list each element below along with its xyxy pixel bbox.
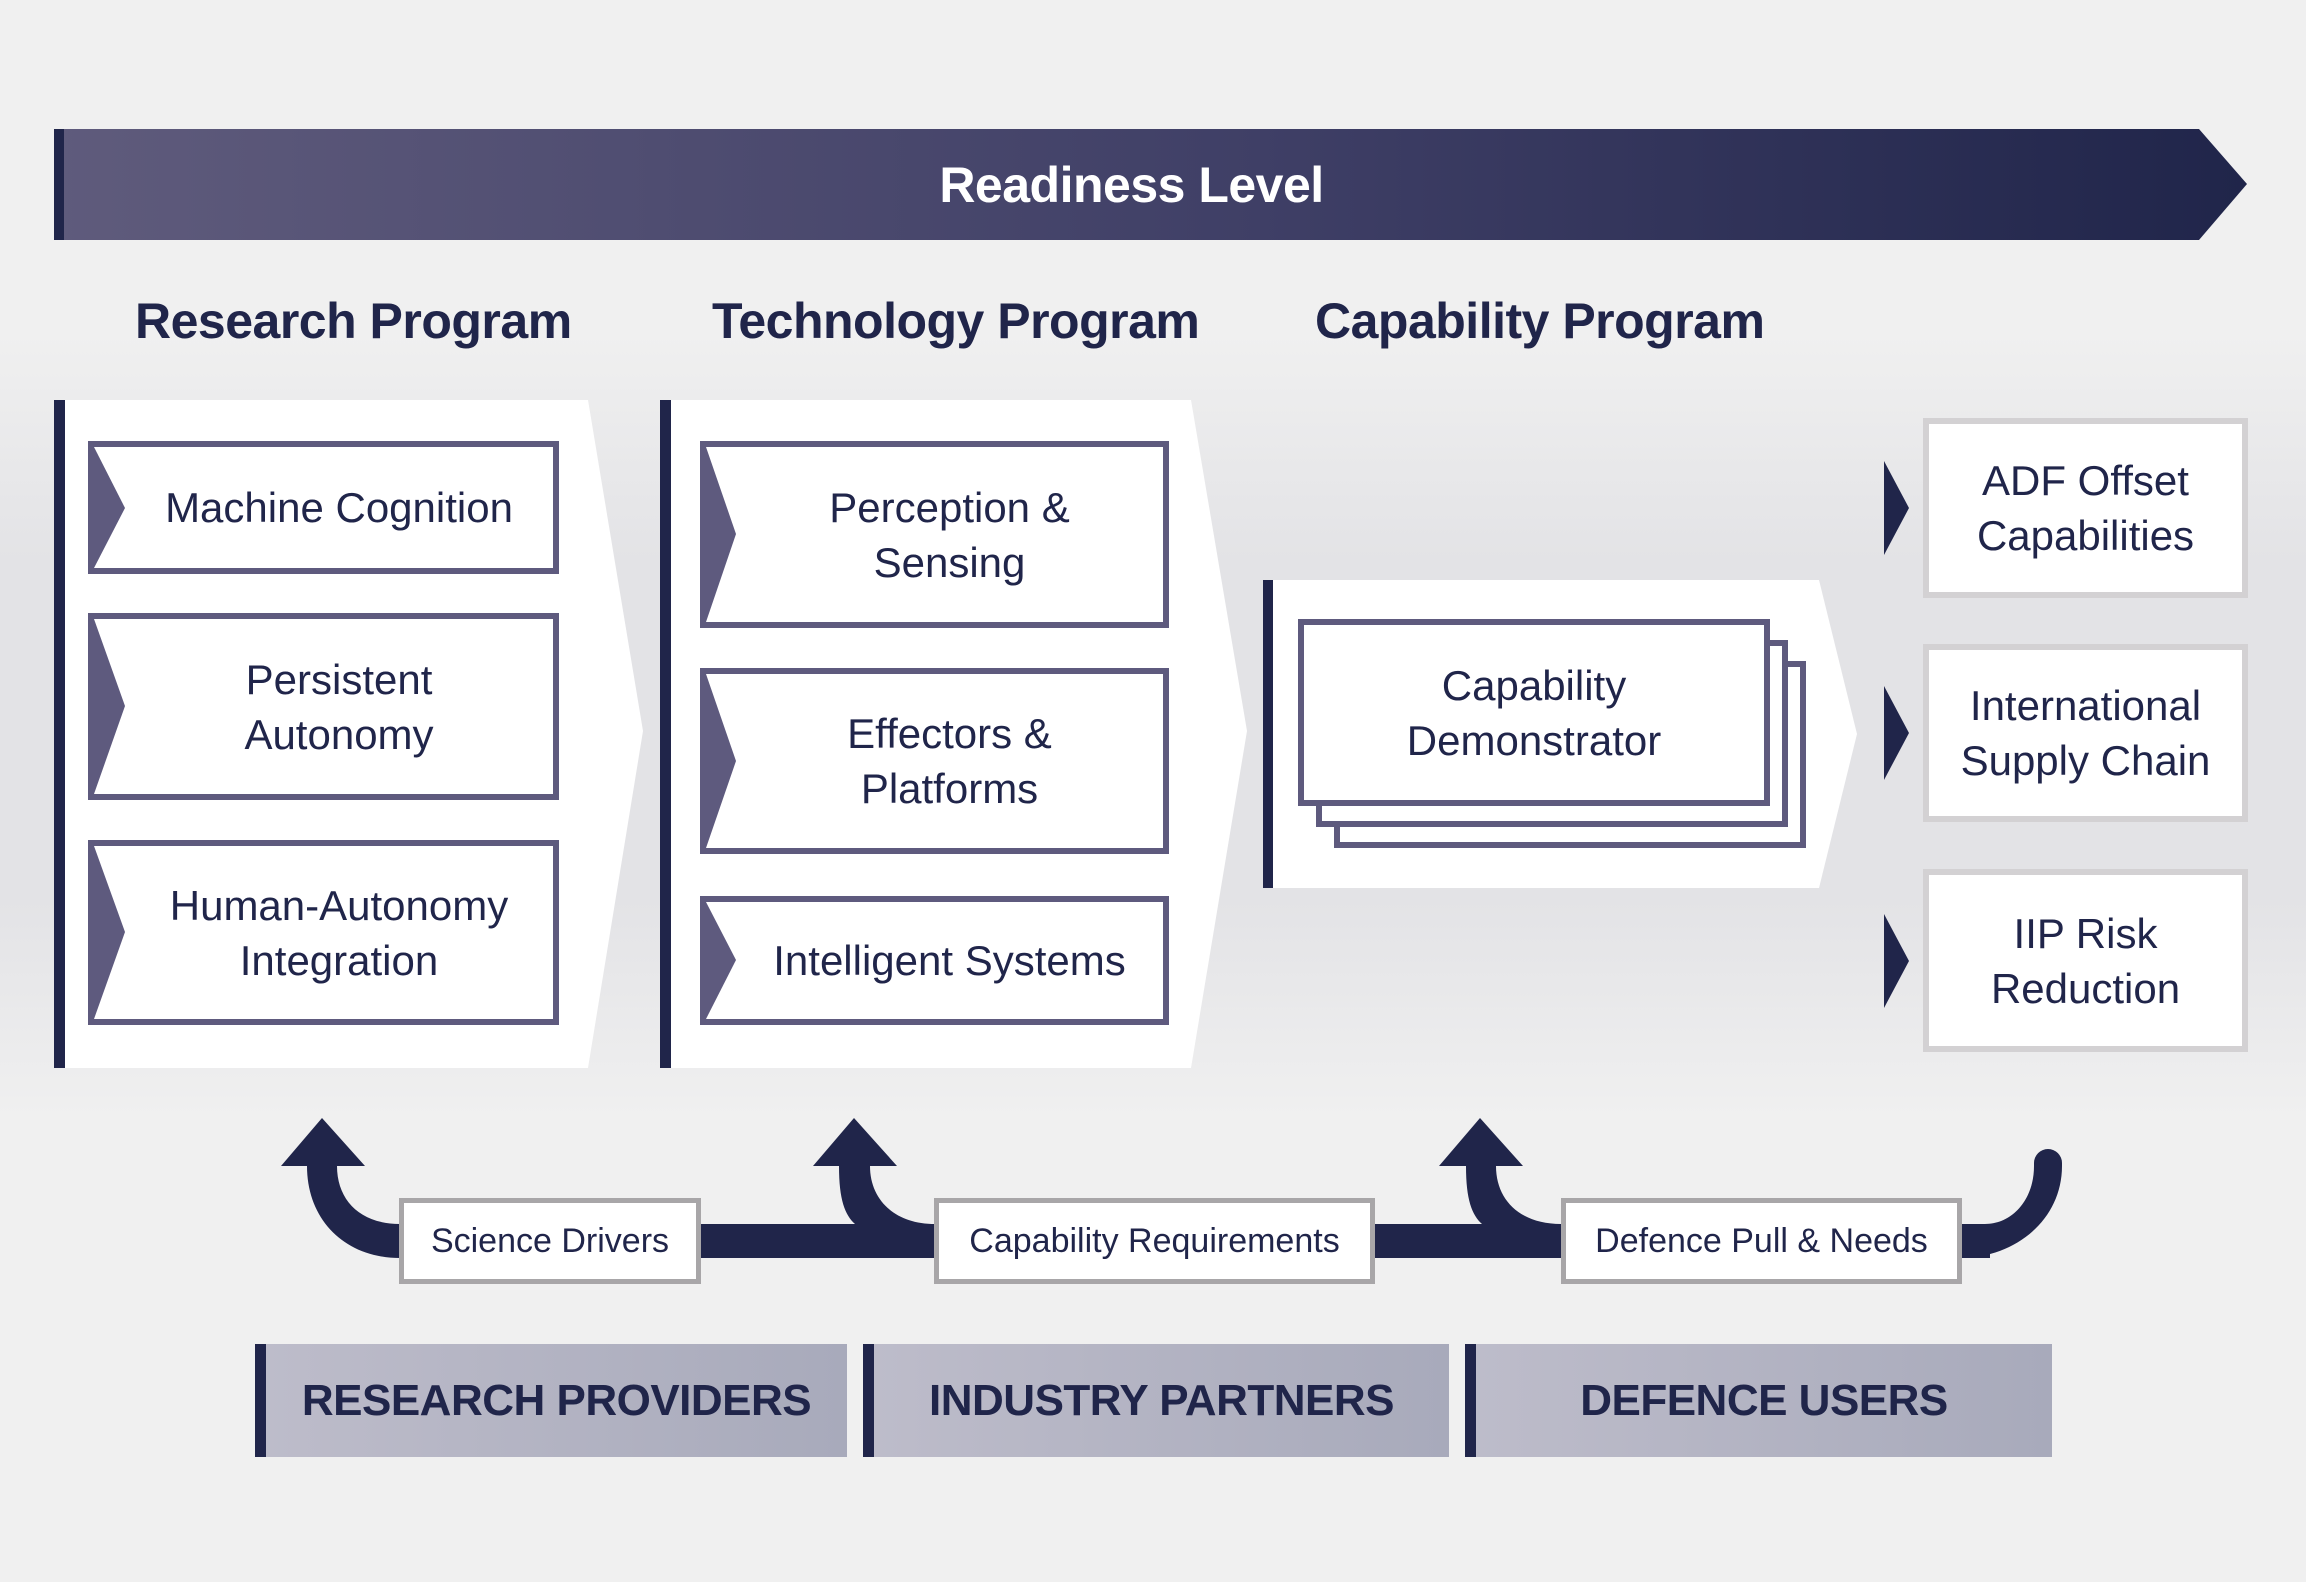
item-label-line-1: Perception & bbox=[829, 483, 1070, 531]
pointer-triangle-icon bbox=[1884, 461, 1909, 555]
outcome-label-line-2: Supply Chain bbox=[1960, 737, 2211, 784]
technology-item-intelligent-systems: Intelligent Systems bbox=[736, 902, 1163, 1019]
capability-panel-stripe bbox=[1263, 580, 1273, 888]
chevron-icon bbox=[94, 447, 125, 568]
outcome-adf-offset-capabilities: ADF Offset Capabilities bbox=[1923, 418, 2248, 598]
science-drivers-label: Science Drivers bbox=[399, 1198, 701, 1284]
chevron-icon bbox=[706, 447, 736, 622]
outcome-label-line-1: IIP Risk bbox=[2013, 909, 2158, 957]
outcome-iip-risk-reduction: IIP Risk Reduction bbox=[1923, 869, 2248, 1052]
item-label-line-1: Capability bbox=[1441, 661, 1627, 709]
item-label: Intelligent Systems bbox=[773, 937, 1126, 984]
chevron-icon bbox=[94, 846, 125, 1019]
outcome-international-supply-chain: International Supply Chain bbox=[1923, 644, 2248, 822]
item-label-line-2: Integration bbox=[239, 936, 439, 984]
up-arrow-research-icon bbox=[281, 1118, 400, 1258]
return-hook-icon bbox=[1960, 1149, 2062, 1258]
research-item-persistent-autonomy: Persistent Autonomy bbox=[125, 619, 553, 794]
group-defence-users: DEFENCE USERS bbox=[1465, 1344, 2052, 1457]
capability-requirements-label: Capability Requirements bbox=[934, 1198, 1375, 1284]
capability-program-heading: Capability Program bbox=[1315, 293, 1765, 349]
item-label-line-1: Effectors & bbox=[847, 710, 1052, 757]
technology-panel-stripe bbox=[660, 400, 671, 1068]
technology-item-effectors-platforms: Effectors & Platforms bbox=[736, 674, 1163, 848]
chevron-icon bbox=[706, 674, 736, 848]
chevron-icon bbox=[94, 619, 125, 794]
outcome-label-line-2: Reduction bbox=[1990, 964, 2181, 1012]
research-program-heading: Research Program bbox=[135, 293, 572, 349]
research-item-human-autonomy-integration: Human-Autonomy Integration bbox=[125, 846, 553, 1019]
outcome-label-line-1: International bbox=[1969, 682, 2202, 729]
up-arrow-capability-icon bbox=[1439, 1118, 1561, 1224]
technology-item-perception-sensing: Perception & Sensing bbox=[736, 447, 1163, 622]
technology-item-box-shapes bbox=[700, 441, 1169, 1025]
readiness-banner-arrow bbox=[54, 129, 2247, 240]
item-label-line-2: Sensing bbox=[873, 538, 1026, 586]
research-item-machine-cognition: Machine Cognition bbox=[125, 447, 553, 568]
group-research-providers: RESEARCH PROVIDERS bbox=[255, 1344, 847, 1457]
outcome-pointers bbox=[1884, 461, 1909, 1008]
item-label-line-1: Persistent bbox=[245, 655, 433, 703]
item-label: Machine Cognition bbox=[165, 484, 513, 531]
chevron-icon bbox=[706, 902, 736, 1019]
outcome-label-line-1: ADF Offset bbox=[1982, 457, 2189, 504]
defence-pull-needs-label: Defence Pull & Needs bbox=[1561, 1198, 1962, 1284]
group-industry-partners: INDUSTRY PARTNERS bbox=[863, 1344, 1449, 1457]
item-label-line-2: Platforms bbox=[860, 765, 1039, 812]
pointer-triangle-icon bbox=[1884, 914, 1909, 1008]
up-arrow-technology-icon bbox=[813, 1118, 935, 1224]
capability-stack-shapes bbox=[1298, 619, 1806, 848]
readiness-level-title: Readiness Level bbox=[939, 157, 1324, 213]
capability-item-demonstrator: Capability Demonstrator bbox=[1304, 625, 1764, 800]
item-label-line-2: Demonstrator bbox=[1406, 716, 1662, 764]
research-item-box-shapes bbox=[88, 441, 559, 1025]
outcome-label-line-2: Capabilities bbox=[1976, 512, 2195, 559]
research-panel-stripe bbox=[54, 400, 65, 1068]
pointer-triangle-icon bbox=[1884, 686, 1909, 780]
technology-program-heading: Technology Program bbox=[712, 293, 1200, 349]
item-label-line-2: Autonomy bbox=[244, 710, 434, 758]
item-label-line-1: Human-Autonomy bbox=[169, 881, 509, 929]
